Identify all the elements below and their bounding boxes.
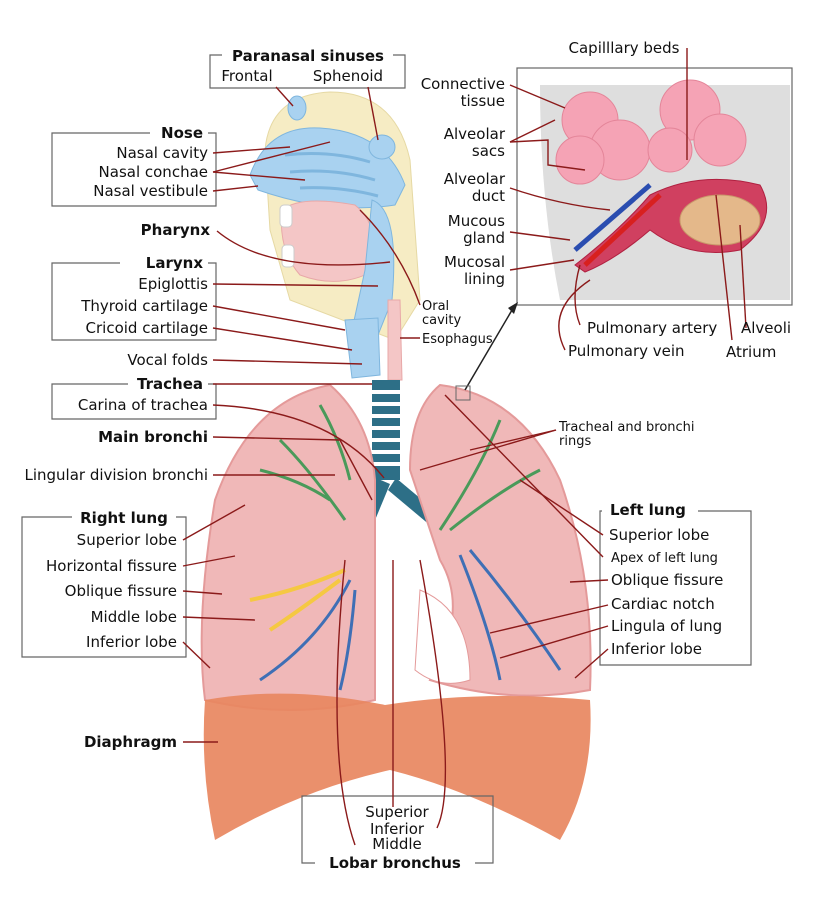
label-oral-cavity-line1: Oral (422, 299, 449, 314)
label-alveolar-duct-line1: Alveolar (444, 170, 506, 188)
label-main-bronchi: Main bronchi (98, 428, 208, 446)
label-alveolar-sacs-line2: sacs (472, 142, 505, 160)
esophagus-shape (387, 299, 403, 381)
inset-pointer-arrowhead (508, 302, 518, 314)
label-connective-tissue-line2: tissue (461, 92, 505, 110)
label-epiglottis: Epiglottis (138, 275, 208, 293)
right-lung-shape (200, 383, 376, 711)
label-tracheal-rings-line1: Tracheal and bronchi (558, 420, 695, 435)
label-lobar-middle: Middle (372, 835, 422, 853)
label-alveolar-sacs-line1: Alveolar (444, 125, 506, 143)
label-apex-left-lung: Apex of left lung (611, 551, 718, 566)
label-right-inferior-lobe: Inferior lobe (86, 633, 177, 651)
paranasal-frame (209, 54, 406, 89)
label-cardiac-notch: Cardiac notch (611, 595, 715, 613)
alveoli-inset (516, 67, 793, 306)
label-left-lung: Left lung (610, 501, 686, 519)
label-mucosal-lining-line2: lining (464, 270, 505, 288)
pulmonary-artery-vessel (573, 183, 652, 252)
label-nasal-vestibule: Nasal vestibule (93, 182, 208, 200)
nose-frame (51, 132, 217, 207)
leader-lines (182, 48, 747, 846)
label-sphenoid: Sphenoid (313, 67, 383, 85)
label-lobar-inferior: Inferior (370, 820, 425, 838)
lungs-illustration (200, 383, 592, 711)
label-lobar-bronchus: Lobar bronchus (329, 854, 461, 872)
label-esophagus: Esophagus (422, 332, 493, 347)
label-left-inferior-lobe: Inferior lobe (611, 640, 702, 658)
label-pulmonary-artery: Pulmonary artery (587, 319, 717, 337)
label-paranasal-sinuses: Paranasal sinuses (232, 47, 384, 65)
label-pulmonary-vein: Pulmonary vein (568, 342, 685, 360)
label-mucous-gland-line2: gland (463, 229, 505, 247)
label-middle-lobe: Middle lobe (91, 608, 177, 626)
diaphragm-shape (203, 693, 591, 840)
label-left-superior-lobe: Superior lobe (609, 526, 709, 544)
label-cricoid-cartilage: Cricoid cartilage (86, 319, 208, 337)
label-left-oblique-fissure: Oblique fissure (611, 571, 723, 589)
label-pharynx: Pharynx (141, 221, 211, 239)
label-alveolar-duct-line2: duct (472, 187, 505, 205)
label-horizontal-fissure: Horizontal fissure (46, 557, 177, 575)
diaphragm-illustration (203, 693, 591, 840)
label-connective-tissue-line1: Connective (421, 75, 505, 93)
label-vocal-folds: Vocal folds (127, 351, 208, 369)
teeth-upper (279, 204, 293, 228)
head-illustration (249, 91, 421, 381)
alveolar-sacs-shape (555, 79, 747, 185)
left-lung-frame (599, 510, 752, 666)
label-atrium: Atrium (726, 343, 776, 361)
sphenoid-sinus-shape (368, 134, 396, 160)
inset-pointer-arrow (464, 304, 516, 391)
label-alveoli: Alveoli (741, 319, 791, 337)
label-oral-cavity-line2: cavity (422, 313, 462, 328)
nasal-conchae-shape (284, 152, 379, 198)
tracheal-rings (372, 390, 400, 466)
inset-source-marker (455, 385, 471, 401)
pulmonary-vein-vessel (583, 193, 662, 267)
label-nasal-conchae: Nasal conchae (99, 163, 208, 181)
text-labels: Paranasal sinuses Frontal Sphenoid Nose … (25, 39, 792, 872)
left-superior-bronchi (438, 419, 541, 532)
label-thyroid-cartilage: Thyroid cartilage (80, 297, 208, 315)
label-capillary-beds: Capilllary beds (569, 39, 680, 57)
label-frontal: Frontal (221, 67, 272, 85)
label-mucous-gland-line1: Mucous (448, 212, 505, 230)
oral-cavity-shape (280, 200, 377, 282)
larynx-shape (344, 317, 381, 379)
label-right-oblique-fissure: Oblique fissure (65, 582, 177, 600)
label-diaphragm: Diaphragm (84, 733, 177, 751)
larynx-frame (51, 262, 217, 341)
label-trachea: Trachea (137, 375, 203, 393)
label-carina-of-trachea: Carina of trachea (78, 396, 208, 414)
label-lingular-division-bronchi: Lingular division bronchi (25, 466, 209, 484)
teeth-lower (281, 244, 295, 268)
label-mucosal-lining-line1: Mucosal (444, 253, 505, 271)
right-lung-frame (21, 516, 187, 658)
right-inferior-bronchi (259, 579, 357, 691)
label-tracheal-rings-line2: rings (559, 434, 591, 449)
label-larynx: Larynx (146, 254, 204, 272)
right-middle-bronchi (249, 568, 346, 632)
label-right-lung: Right lung (80, 509, 168, 527)
label-nose: Nose (161, 124, 203, 142)
label-lobar-superior: Superior (365, 803, 429, 821)
lobar-frame (301, 795, 494, 864)
frontal-sinus-shape (287, 95, 307, 121)
label-lingula-of-lung: Lingula of lung (611, 617, 722, 635)
left-inferior-bronchi (458, 549, 562, 681)
label-right-superior-lobe: Superior lobe (77, 531, 177, 549)
label-nasal-cavity: Nasal cavity (116, 144, 208, 162)
